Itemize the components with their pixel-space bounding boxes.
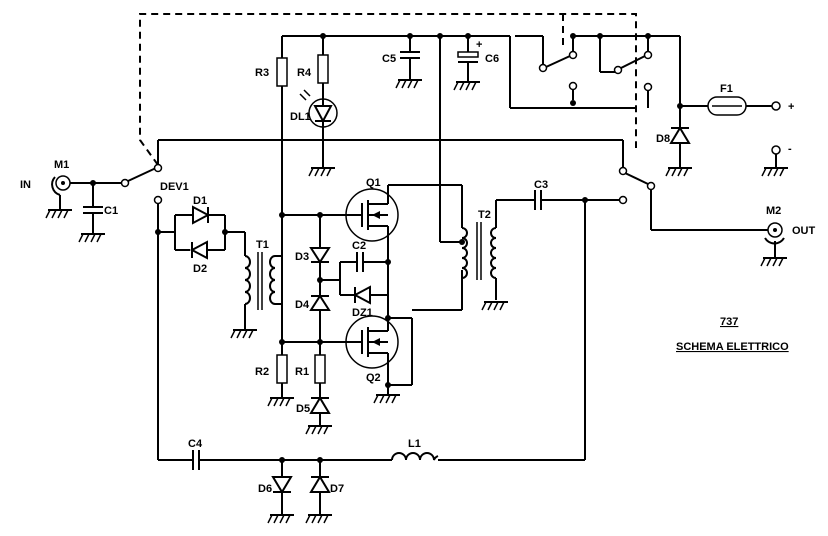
label-c3: C3 <box>534 179 548 191</box>
mosfet-q2 <box>345 315 399 395</box>
terminal-minus <box>761 145 789 177</box>
capacitor-c5 <box>395 36 423 89</box>
label-out: OUT <box>792 225 816 237</box>
label-r4: R4 <box>297 67 312 79</box>
label-m1: M1 <box>54 159 69 171</box>
label-c1: C1 <box>104 205 118 217</box>
switch-dev1 <box>120 140 163 232</box>
label-d8: D8 <box>656 133 670 145</box>
terminal-plus <box>771 101 781 111</box>
label-dev1: DEV1 <box>160 181 189 193</box>
resistor-r2 <box>267 342 295 407</box>
capacitor-c1 <box>78 183 106 243</box>
diode-d4 <box>309 280 331 342</box>
zener-dz1 <box>340 285 388 305</box>
label-dl1: DL1 <box>290 111 311 123</box>
resistor-r4 <box>317 36 329 98</box>
label-minus: - <box>788 143 792 155</box>
mosfet-q1 <box>345 185 399 242</box>
diode-d8 <box>665 106 693 177</box>
label-d6: D6 <box>258 483 272 495</box>
output-connector-m2 <box>760 222 788 267</box>
label-in: IN <box>20 179 31 191</box>
label-d2: D2 <box>193 263 207 275</box>
input-connector-m1 <box>45 175 73 219</box>
inductor-l1 <box>391 452 439 461</box>
capacitor-c4 <box>192 450 200 470</box>
label-plus: + <box>788 101 794 113</box>
resistor-r3 <box>276 36 288 215</box>
fuse-f1 <box>707 96 747 116</box>
relay-contacts <box>509 33 680 109</box>
label-q1: Q1 <box>366 177 381 189</box>
label-m2: M2 <box>766 205 781 217</box>
diode-d6 <box>267 460 295 524</box>
dashed-relay-link <box>139 13 637 166</box>
label-c4: C4 <box>188 438 203 450</box>
label-r2: R2 <box>255 366 269 378</box>
transformer-t1 <box>230 252 282 339</box>
diode-d2 <box>189 240 225 260</box>
diode-d3 <box>309 215 331 280</box>
label-l1: L1 <box>408 438 421 450</box>
diode-d1 <box>192 205 225 225</box>
label-q2: Q2 <box>366 372 381 384</box>
capacitor-c6 <box>453 36 481 91</box>
label-r1: R1 <box>295 366 309 378</box>
diode-d5 <box>305 396 333 435</box>
label-dz1: DZ1 <box>352 307 373 319</box>
led-dl1 <box>299 89 338 177</box>
label-d3: D3 <box>295 251 309 263</box>
label-c6-plus: + <box>476 39 482 51</box>
output-switch <box>618 172 768 231</box>
diode-d7 <box>305 460 333 524</box>
capacitor-c2 <box>340 252 388 272</box>
label-c6: C6 <box>485 53 499 65</box>
label-t2: T2 <box>478 209 491 221</box>
label-t1: T1 <box>256 239 269 251</box>
label-f1: F1 <box>720 83 733 95</box>
resistor-r1 <box>314 342 326 398</box>
label-c5: C5 <box>382 53 396 65</box>
label-c2: C2 <box>352 240 366 252</box>
label-r3: R3 <box>255 67 269 79</box>
label-d7: D7 <box>330 483 344 495</box>
label-d5: D5 <box>296 403 310 415</box>
diagram-caption: SCHEMA ELETTRICO <box>676 341 789 353</box>
label-d4: D4 <box>295 299 310 311</box>
label-d1: D1 <box>193 195 207 207</box>
capacitor-c3 <box>534 190 619 210</box>
diagram-number: 737 <box>720 316 738 328</box>
transformer-t2 <box>461 200 509 311</box>
